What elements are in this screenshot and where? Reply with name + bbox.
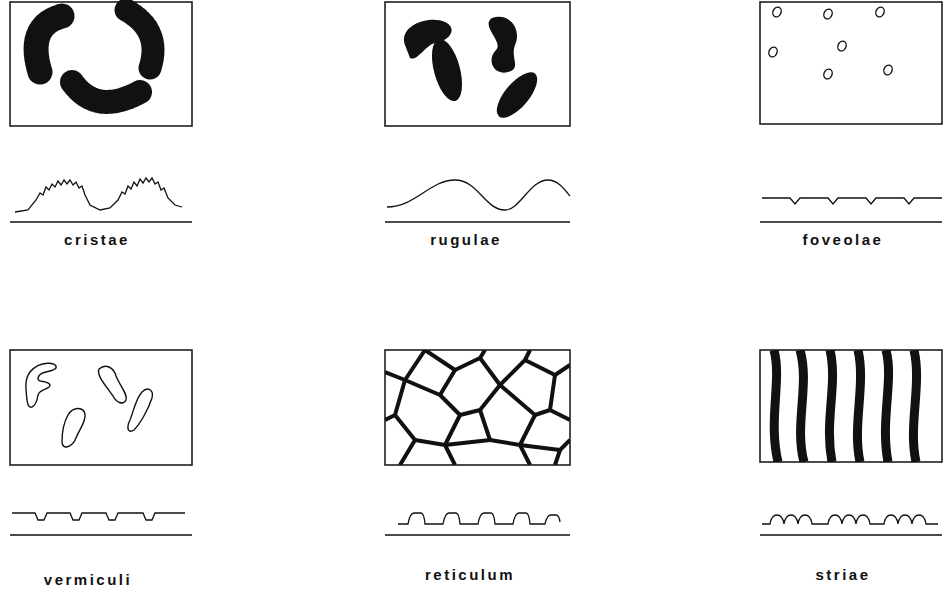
baseline xyxy=(10,221,192,223)
baseline xyxy=(385,534,570,536)
vermiculi-profile xyxy=(12,513,185,520)
rugulae-profile xyxy=(387,180,570,210)
panel-box xyxy=(760,2,942,124)
reticulum-figure xyxy=(385,350,570,465)
cristae-profile xyxy=(15,178,182,212)
baseline xyxy=(10,534,192,536)
foveolae-profile xyxy=(762,198,942,204)
striae-profile xyxy=(762,515,938,524)
panel-box xyxy=(10,2,192,126)
striae-figure xyxy=(774,350,917,462)
baseline xyxy=(760,534,942,536)
panel-box xyxy=(385,2,570,126)
baseline xyxy=(760,221,942,223)
foveolae-figure xyxy=(767,6,893,80)
panel-box xyxy=(760,350,942,462)
sculpture-name: vermiculi xyxy=(44,572,132,589)
sculpture-name: rugulae xyxy=(430,232,502,249)
sculpture-name: cristae xyxy=(64,232,130,249)
sculpture-name: reticulum xyxy=(425,567,515,584)
rugulae-figure xyxy=(404,17,544,124)
cristae-figure xyxy=(36,10,153,102)
sculpture-name: striae xyxy=(815,567,870,584)
panel-box xyxy=(385,350,570,465)
baseline xyxy=(385,221,570,223)
panel-box xyxy=(10,350,192,465)
reticulum-profile xyxy=(398,513,560,524)
vermiculi-figure xyxy=(26,363,153,447)
sculpture-name: foveolae xyxy=(803,232,884,249)
